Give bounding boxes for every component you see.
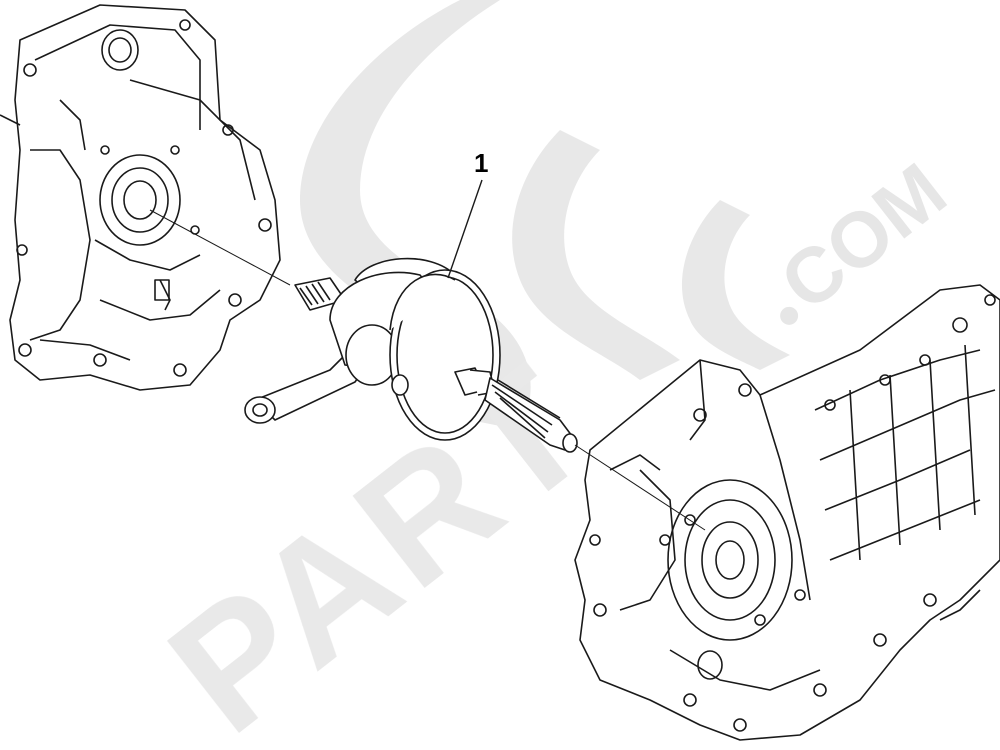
- watermark-logo: PART COM: [136, 0, 962, 750]
- svg-text:COM: COM: [764, 146, 962, 327]
- crankshaft: [244, 257, 578, 453]
- callout-leader-line: [447, 179, 483, 279]
- right-crankcase-half: [574, 284, 1000, 741]
- callout-label-1: 1: [474, 148, 489, 178]
- assembly-axis-line: [149, 209, 706, 531]
- left-crankcase-half: [0, 4, 281, 391]
- svg-text:PART: PART: [136, 328, 627, 750]
